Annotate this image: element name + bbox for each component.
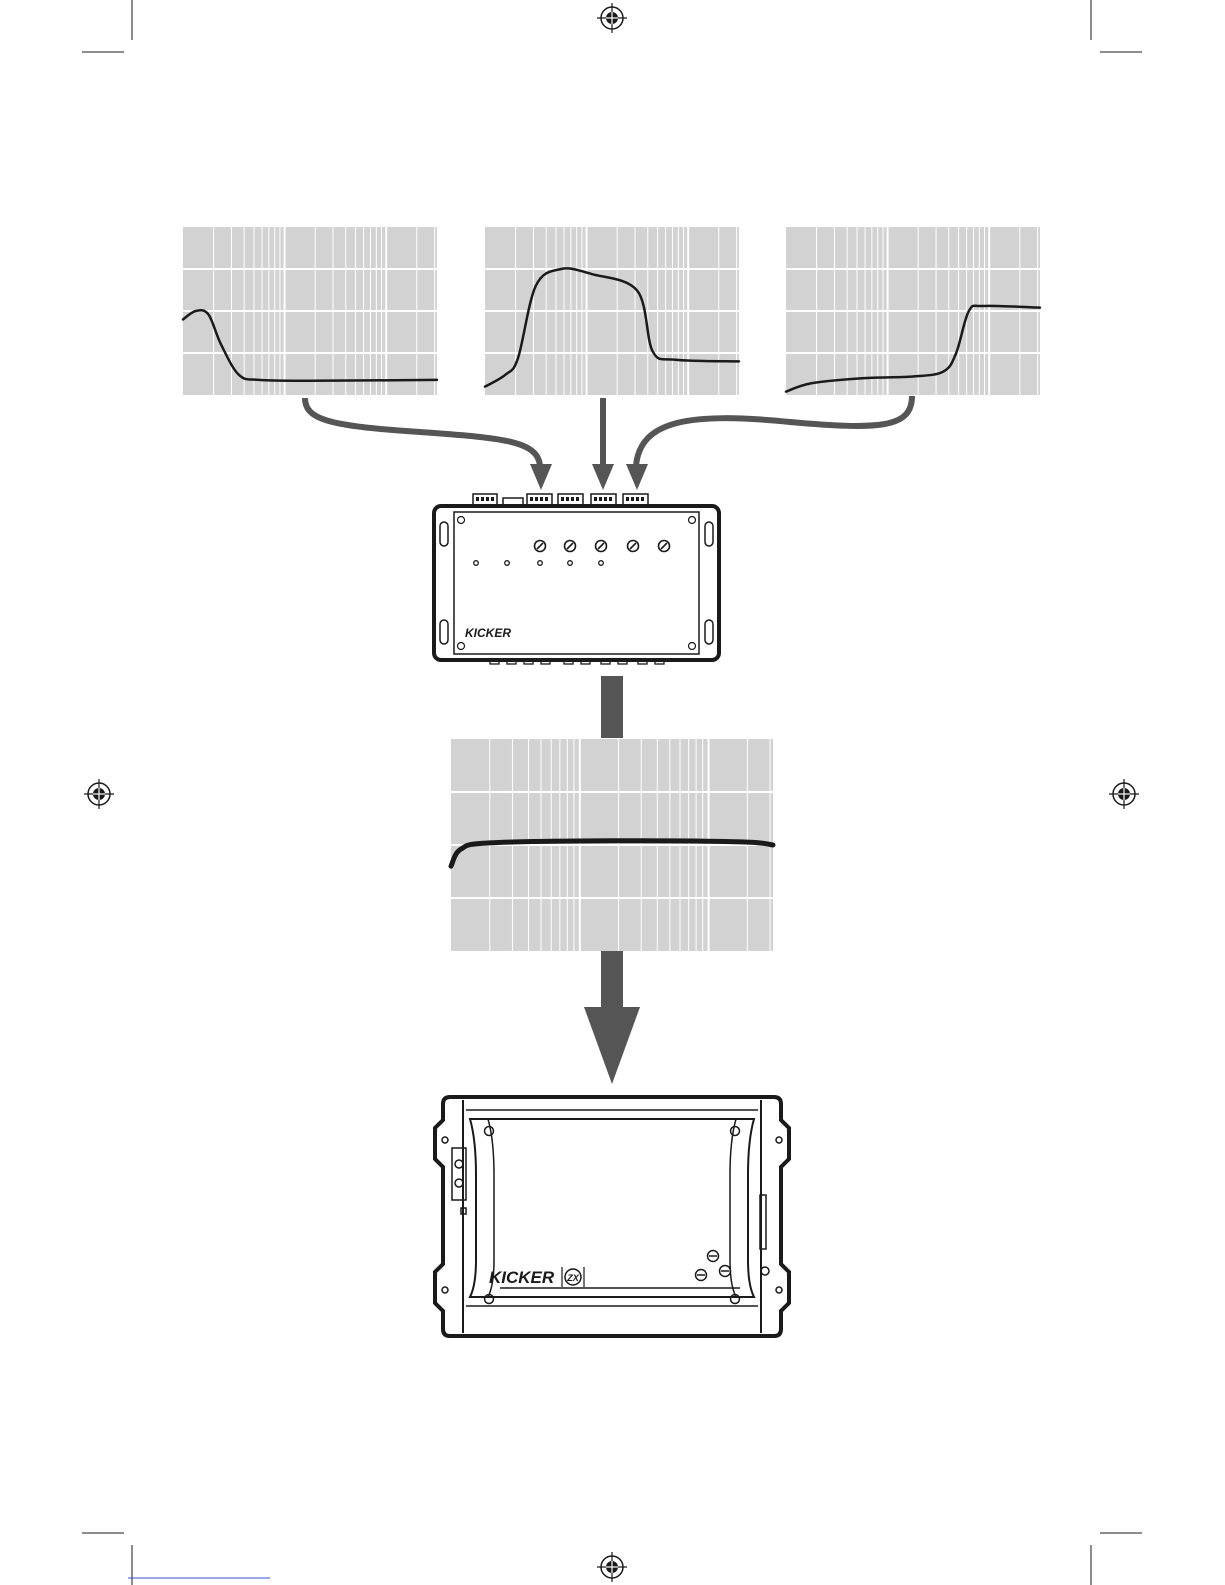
amplifier: KICKER ZX — [435, 1097, 789, 1336]
connector-pin — [571, 497, 574, 501]
input-arrows — [305, 396, 912, 466]
connector-pin — [530, 497, 533, 501]
graph-high — [786, 227, 1040, 395]
connector-pin — [641, 497, 644, 501]
amp-outer-body — [435, 1097, 789, 1336]
connector-pin — [566, 497, 569, 501]
registration-mark-left — [84, 779, 114, 809]
graph-mid — [485, 227, 739, 395]
connector-pin — [636, 497, 639, 501]
registration-mark-bottom — [597, 1552, 627, 1582]
connector-pin — [481, 497, 484, 501]
connector-pin — [561, 497, 564, 501]
connector-pin — [491, 497, 494, 501]
connector-pin — [486, 497, 489, 501]
amp-brand: KICKER — [489, 1268, 555, 1287]
connector-pin — [599, 497, 602, 501]
arrow-mid-head — [592, 464, 614, 490]
registration-mark-top — [597, 3, 627, 33]
registration-mark-right — [1109, 779, 1139, 809]
processor-unit: KICKER — [434, 494, 719, 664]
arrow-to-amp-head — [584, 1007, 640, 1084]
amp-model-badge: ZX — [566, 1273, 579, 1283]
graph-output — [451, 739, 773, 951]
processor-brand: KICKER — [465, 626, 511, 640]
connector-pin — [626, 497, 629, 501]
connector-pins — [476, 497, 644, 501]
arrow-high-head — [626, 464, 648, 490]
connector-pin — [604, 497, 607, 501]
connector-pin — [609, 497, 612, 501]
connector-pin — [545, 497, 548, 501]
connector-pin — [476, 497, 479, 501]
connector-pin — [576, 497, 579, 501]
connector-pin — [594, 497, 597, 501]
connector-pin — [540, 497, 543, 501]
arrow-low-head — [530, 464, 552, 490]
connector-pin — [631, 497, 634, 501]
arrow-to-amp-shaft — [601, 951, 623, 1009]
arrow-heads — [530, 464, 648, 490]
graph-low — [183, 227, 437, 395]
processor-logo: KICKER — [465, 626, 511, 640]
arrow-low — [305, 398, 540, 466]
arrow-high — [636, 396, 912, 466]
connector-pin — [535, 497, 538, 501]
arrow-to-output-graph — [601, 676, 623, 738]
